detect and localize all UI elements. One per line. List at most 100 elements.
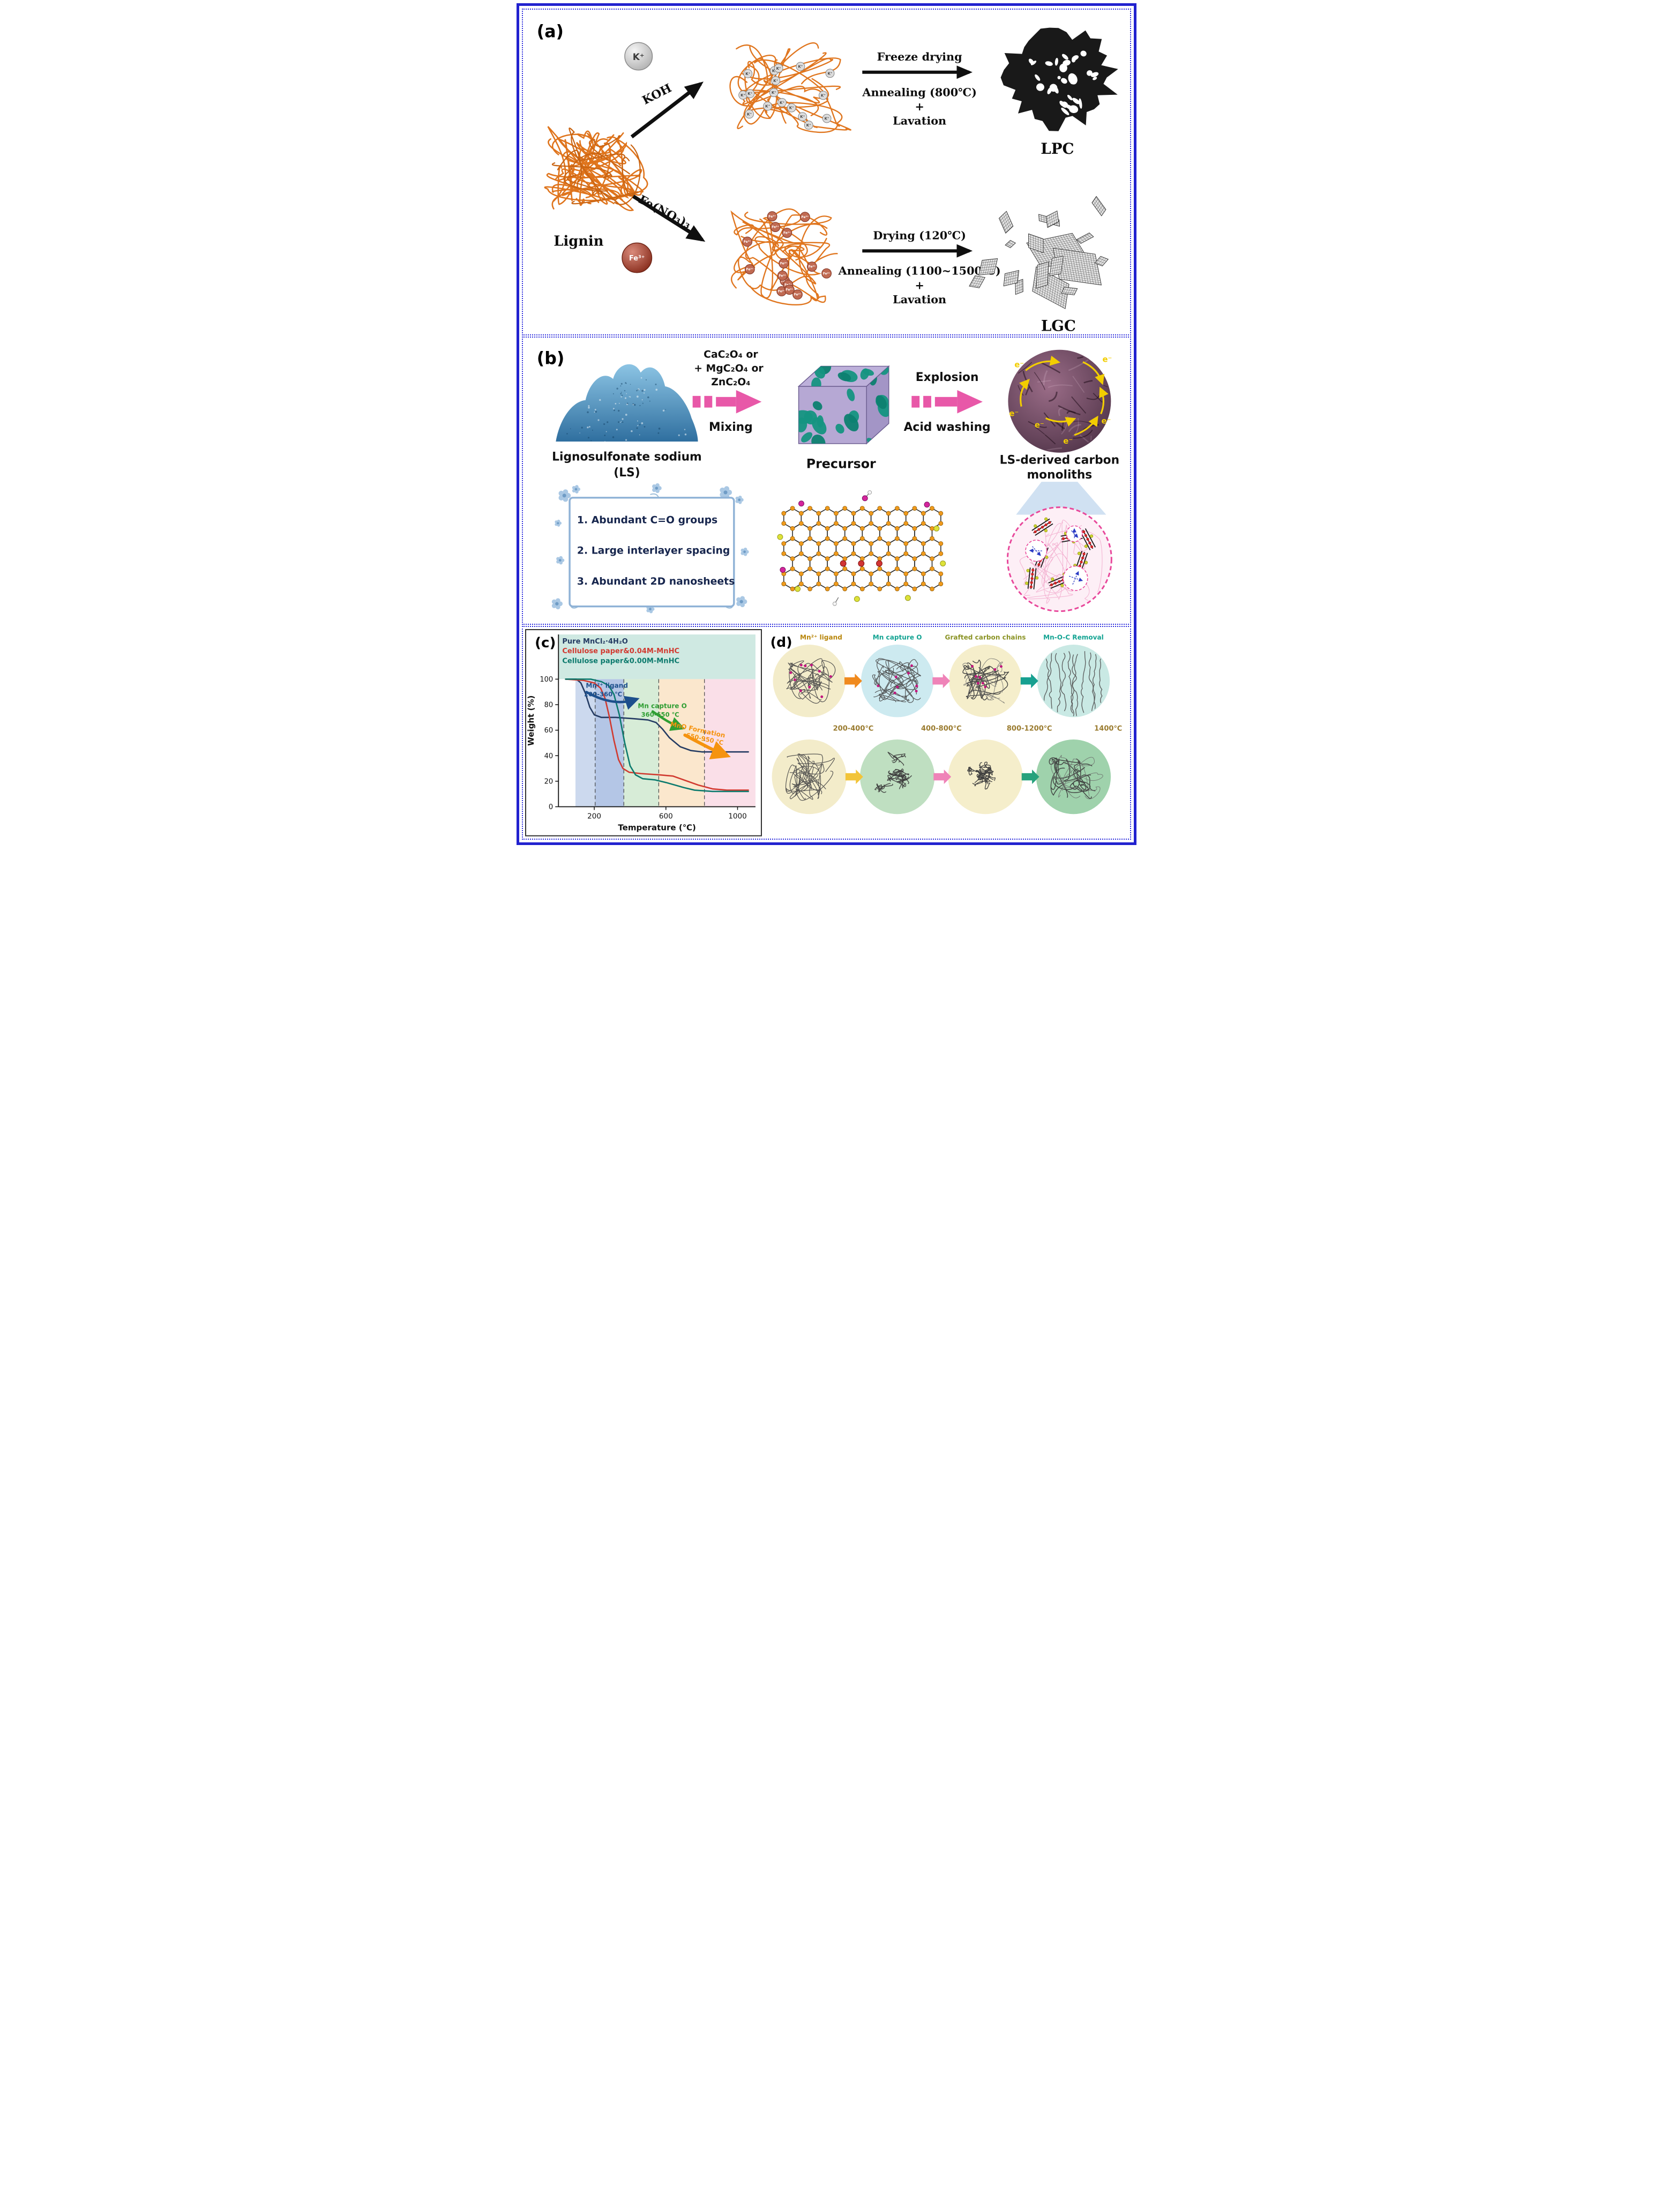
acid-washing-label: Acid washing <box>904 421 991 434</box>
svg-text:K⁺: K⁺ <box>747 92 752 96</box>
stage-label-1: Mn²⁺ ligand <box>800 633 842 641</box>
svg-text:Fe³⁺: Fe³⁺ <box>744 240 751 244</box>
stage-content-top-2 <box>872 658 921 703</box>
lignosulfonate-powder-illustration <box>556 364 698 442</box>
stage-arrow-top-2 <box>932 674 951 689</box>
lignin-iron-network-illustration: Fe³⁺Fe³⁺Fe³⁺Fe³⁺Fe³⁺Fe³⁺Fe³⁺Fe³⁺Fe³⁺Fe³⁺… <box>730 208 838 305</box>
stage-label-4: Mn-O-C Removal <box>1043 633 1104 641</box>
feature-1: 1. Abundant C=O groups <box>577 514 717 526</box>
feature-2: 2. Large interlayer spacing <box>577 545 730 556</box>
lgc-graphene-flakes-illustration <box>969 196 1109 309</box>
svg-text:Pure MnCl₂·4H₂O: Pure MnCl₂·4H₂O <box>562 638 627 646</box>
stage-content-bottom-2 <box>874 752 912 793</box>
lpc-label: LPC <box>1041 140 1074 158</box>
panel-a-label: (a) <box>537 22 564 41</box>
stage-content-bottom-3 <box>967 761 996 790</box>
reagent-line-3: ZnC₂O₄ <box>711 377 750 388</box>
cube-teal-phase <box>798 366 889 444</box>
panel-c-label: (c) <box>535 635 556 651</box>
lpc-porous-carbon-illustration <box>1000 27 1118 131</box>
iron-ion-sphere <box>622 242 653 273</box>
svg-text:K⁺: K⁺ <box>780 101 784 105</box>
mixing-label: Mixing <box>709 421 753 434</box>
monolith-zoom-content <box>1009 517 1103 604</box>
svg-text:Fe³⁺: Fe³⁺ <box>794 293 802 297</box>
svg-text:Cellulose paper&0.04M-MnHC: Cellulose paper&0.04M-MnHC <box>562 647 679 655</box>
svg-text:K⁺: K⁺ <box>773 79 778 83</box>
svg-text:200-360 ℃: 200-360 ℃ <box>584 690 622 698</box>
panel-a-canvas: (a) Lignin K⁺ KOH K⁺K⁺K⁺K⁺K⁺K⁺K⁺K⁺K⁺K⁺K⁺… <box>537 22 1118 334</box>
stage-circle-top-4 <box>1037 644 1110 718</box>
stage-content-top-3 <box>962 658 1009 704</box>
electron-arrows <box>1019 355 1109 436</box>
svg-text:Mn capture O: Mn capture O <box>638 703 687 710</box>
precursor-label: Precursor <box>806 456 876 471</box>
svg-text:K⁺: K⁺ <box>765 104 770 109</box>
panel-b-canvas: (b) Lignosulfonate sodium (LS) CaC₂O₄ or… <box>537 349 1119 614</box>
iron-ion-label: Fe³⁺ <box>629 255 645 263</box>
stage-circle-top-2 <box>861 644 934 718</box>
stage-label-2: Mn capture O <box>873 633 922 641</box>
fe-salt-label: Fe(NO₃)₃ <box>636 193 693 231</box>
svg-text:K⁺: K⁺ <box>747 112 752 116</box>
svg-text:K⁺: K⁺ <box>745 72 750 76</box>
svg-text:K⁺: K⁺ <box>798 65 803 69</box>
svg-text:Fe³⁺: Fe³⁺ <box>780 262 788 266</box>
svg-text:20: 20 <box>544 778 554 786</box>
temperature-1: 200-400℃ <box>833 724 874 733</box>
lgc-label: LGC <box>1041 317 1076 334</box>
svg-text:Fe³⁺: Fe³⁺ <box>746 268 754 272</box>
graphene-sheet-illustration <box>777 490 946 606</box>
plus-sign-bottom: + <box>915 278 924 292</box>
reagent-line-1: CaC₂O₄ or <box>704 349 758 360</box>
panel-d-canvas: (d) Mn²⁺ ligand Mn capture O Grafted car… <box>771 633 1122 814</box>
svg-text:100: 100 <box>540 676 553 684</box>
panel-d-label: (d) <box>771 634 792 650</box>
ls-name-label: Lignosulfonate sodium <box>552 450 702 464</box>
panel-a: (a) Lignin K⁺ KOH K⁺K⁺K⁺K⁺K⁺K⁺K⁺K⁺K⁺K⁺K⁺… <box>522 9 1131 335</box>
svg-text:Fe³⁺: Fe³⁺ <box>783 231 791 235</box>
svg-text:Fe³⁺: Fe³⁺ <box>778 290 786 294</box>
koh-label: KOH <box>640 81 674 108</box>
svg-text:1000: 1000 <box>728 812 746 821</box>
svg-text:0: 0 <box>549 803 553 811</box>
ls-abbr-label: (LS) <box>614 466 640 480</box>
annealing-800-label: Annealing (800℃) <box>862 85 976 99</box>
svg-text:Cellulose paper&0.00M-MnHC: Cellulose paper&0.00M-MnHC <box>562 657 679 665</box>
feature-3: 3. Abundant 2D nanosheets <box>577 576 735 587</box>
svg-text:Fe³⁺: Fe³⁺ <box>802 215 809 219</box>
svg-text:Fe³⁺: Fe³⁺ <box>786 288 794 292</box>
reagent-line-2: + MgC₂O₄ or <box>694 363 764 374</box>
svg-text:K⁺: K⁺ <box>772 69 777 73</box>
zoom-beam <box>1016 481 1106 515</box>
temperature-3: 800-1200℃ <box>1007 724 1052 733</box>
drying-label: Drying (120℃) <box>873 228 966 242</box>
svg-text:K⁺: K⁺ <box>825 117 829 121</box>
svg-text:K⁺: K⁺ <box>800 115 805 119</box>
svg-text:K⁺: K⁺ <box>789 106 794 110</box>
temperature-4: 1400℃ <box>1094 724 1122 733</box>
plus-sign-top: + <box>915 100 924 113</box>
svg-text:40: 40 <box>544 752 554 760</box>
temperature-2: 400-800℃ <box>921 724 962 733</box>
stage-arrow-top-1 <box>844 674 862 689</box>
panel-b: (b) Lignosulfonate sodium (LS) CaC₂O₄ or… <box>522 336 1131 625</box>
panel-b-label: (b) <box>537 349 565 368</box>
svg-text:K⁺: K⁺ <box>828 71 833 76</box>
svg-text:Mn²⁺ ligand: Mn²⁺ ligand <box>586 682 628 689</box>
monolith-label-line2: monoliths <box>1027 468 1092 482</box>
lignin-potassium-network-illustration: K⁺K⁺K⁺K⁺K⁺K⁺K⁺K⁺K⁺K⁺K⁺K⁺K⁺K⁺K⁺K⁺K⁺ <box>729 42 851 133</box>
stage-content-bottom-1 <box>785 753 835 801</box>
stage-arrow-bottom-1 <box>845 769 863 784</box>
svg-text:Weight (%): Weight (%) <box>526 696 536 746</box>
explosion-label: Explosion <box>916 371 979 384</box>
svg-text:Fe³⁺: Fe³⁺ <box>768 215 776 219</box>
features-box <box>569 496 735 607</box>
figure-root: (a) Lignin K⁺ KOH K⁺K⁺K⁺K⁺K⁺K⁺K⁺K⁺K⁺K⁺K⁺… <box>517 3 1136 845</box>
svg-text:Fe³⁺: Fe³⁺ <box>772 226 779 229</box>
svg-text:K⁺: K⁺ <box>772 91 776 95</box>
svg-text:600: 600 <box>659 812 673 821</box>
stage-label-3: Grafted carbon chains <box>945 633 1026 641</box>
potassium-ion-sphere <box>624 42 653 71</box>
